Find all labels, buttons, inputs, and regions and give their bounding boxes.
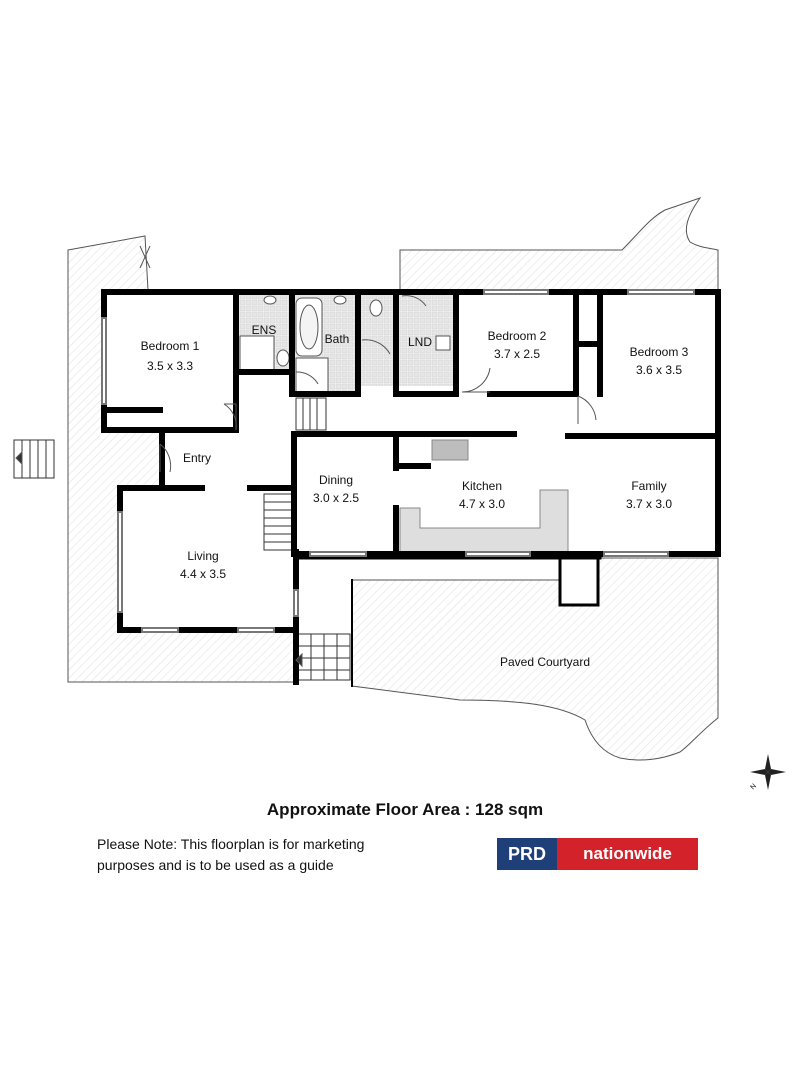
disclaimer-note: Please Note: This floorplan is for marke… xyxy=(97,834,427,876)
basin-bath xyxy=(333,295,347,305)
dining-name: Dining xyxy=(319,473,353,487)
living-steps xyxy=(263,493,295,551)
logo-nationwide: nationwide xyxy=(557,838,698,870)
compass-label: N xyxy=(749,783,758,792)
prd-logo: PRD nationwide xyxy=(497,838,698,870)
doors xyxy=(15,245,597,668)
paved-courtyard-area xyxy=(351,557,719,761)
family-name: Family xyxy=(631,479,666,493)
living-name: Living xyxy=(187,549,218,563)
bedroom3-size: 3.6 x 3.5 xyxy=(636,363,682,377)
windows xyxy=(101,289,695,633)
bath-name: Bath xyxy=(325,332,350,346)
room-labels: Bedroom 1 3.5 x 3.3 ENS Bath LND Bedroom… xyxy=(141,323,689,669)
dining-size: 3.0 x 2.5 xyxy=(313,491,359,505)
outdoor-areas xyxy=(67,197,719,761)
bedroom1-name: Bedroom 1 xyxy=(141,339,200,353)
compass-icon: N xyxy=(749,754,786,792)
kitchen-size: 4.7 x 3.0 xyxy=(459,497,505,511)
floor-plan: Bedroom 1 3.5 x 3.3 ENS Bath LND Bedroom… xyxy=(13,197,721,761)
entry-name: Entry xyxy=(183,451,211,465)
toilet-wc xyxy=(369,299,383,317)
basin-ens xyxy=(263,295,277,305)
lnd-name: LND xyxy=(408,335,432,349)
living-size: 4.4 x 3.5 xyxy=(180,567,226,581)
note-line-2: purposes and is to be used as a guide xyxy=(97,857,334,873)
shower-bath xyxy=(295,357,329,393)
rear-deck xyxy=(399,197,719,291)
kitchen-name: Kitchen xyxy=(462,479,502,493)
bedroom2-size: 3.7 x 2.5 xyxy=(494,347,540,361)
bedroom1-size: 3.5 x 3.3 xyxy=(147,359,193,373)
toilet-ens xyxy=(276,349,290,367)
bedroom3-name: Bedroom 3 xyxy=(630,345,689,359)
note-line-1: Please Note: This floorplan is for marke… xyxy=(97,836,365,852)
floor-area-title: Approximate Floor Area : 128 sqm xyxy=(266,800,544,819)
logo-prd: PRD xyxy=(497,838,557,870)
bedroom2-name: Bedroom 2 xyxy=(488,329,547,343)
family-size: 3.7 x 3.0 xyxy=(626,497,672,511)
hall-steps xyxy=(295,397,327,431)
shower-ens xyxy=(239,335,275,371)
fridge-space xyxy=(431,439,469,461)
courtyard-name: Paved Courtyard xyxy=(500,655,590,669)
ens-name: ENS xyxy=(252,323,277,337)
laundry-tub xyxy=(435,335,451,351)
